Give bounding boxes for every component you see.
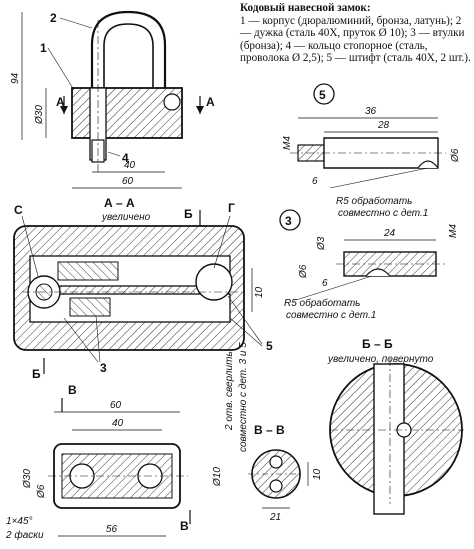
- callout-4: 4: [122, 151, 129, 165]
- section-bb-title: Б – Б: [362, 337, 393, 351]
- spec-body: 1 — корпус (дюралюминий, бронза, латунь)…: [240, 14, 471, 65]
- section-aa-subtitle: увеличено: [101, 212, 151, 223]
- mark-v-bottom: В: [180, 519, 189, 533]
- label-b-bottom: Б: [32, 367, 41, 381]
- section-bb: Б – Б увеличено, повернуто: [327, 337, 464, 515]
- part3-note-joint: совместно с дет.1: [286, 310, 376, 321]
- section-vv: В – В 10 21: [248, 423, 323, 523]
- section-aa-title: А – А: [104, 196, 135, 210]
- dim-dia30: Ø30: [34, 105, 45, 125]
- part5-note-joint: совместно с дет.1: [338, 208, 428, 219]
- part-5-number: 5: [319, 88, 326, 102]
- note-holes: 2 отв. сверлить: [224, 351, 235, 431]
- label-b-top: Б: [184, 207, 193, 221]
- dim-height: 94: [10, 72, 21, 84]
- section-mark-a-left: А: [56, 95, 65, 109]
- note-holes-joint: совместно с дет. 3 и 5: [238, 342, 249, 452]
- part3-dim-dia3: Ø3: [316, 236, 327, 251]
- dim-w40: 40: [124, 160, 136, 171]
- part5-dim-dia: Ø6: [450, 148, 461, 163]
- part5-note-r5: R5 обработать: [336, 195, 412, 207]
- part3-dim-24: 24: [383, 228, 396, 239]
- spec-text: Кодовый навесной замок: 1 — корпус (дюра…: [240, 2, 472, 65]
- callout-5: 5: [266, 339, 273, 353]
- part5-dim-m4: M4: [282, 136, 293, 150]
- label-g: Г: [228, 201, 235, 215]
- section-aa: А – А увеличено С Г Б Б 3 5 10: [13, 196, 273, 381]
- part3-note-r5: R5 обработать: [284, 297, 360, 309]
- part3-dim-dia6: Ø6: [298, 264, 309, 279]
- part5-dim-36: 36: [365, 106, 377, 117]
- callout-2: 2: [50, 11, 57, 25]
- part-5-view: 5 36 28 M4 6 Ø6 R5 обработать совместно …: [282, 83, 461, 219]
- vv-dim-10: 10: [312, 468, 323, 480]
- bl-dim-dia30: Ø30: [22, 469, 33, 489]
- part5-dim-6: 6: [312, 176, 318, 187]
- bl-dim-dia6: Ø6: [36, 484, 47, 499]
- callout-3: 3: [100, 361, 107, 375]
- spec-title: Кодовый навесной замок:: [240, 2, 371, 14]
- part5-dim-28: 28: [377, 120, 390, 131]
- section-bb-subtitle: увеличено, повернуто: [327, 354, 434, 365]
- part3-dim-6: 6: [322, 278, 328, 289]
- section-mark-a-right: А: [206, 95, 215, 109]
- bl-dim-56: 56: [106, 524, 118, 535]
- lock-body: [71, 87, 183, 139]
- bl-dim-40: 40: [112, 418, 124, 429]
- part-3-view: 3 24 Ø3 M4 Ø6 6 R5 обработать совместно …: [279, 209, 459, 321]
- label-c: С: [14, 203, 23, 217]
- shackle: [90, 10, 167, 136]
- aa-dim-10: 10: [254, 286, 265, 298]
- mark-v-top: В: [68, 383, 77, 397]
- bottom-left-view: В 60 40 Ø30 Ø6 1×45° 2 фаски 56 В Ø10 2 …: [5, 342, 249, 541]
- bl-chamfer: 1×45°: [6, 516, 33, 527]
- part-3-number: 3: [285, 214, 292, 228]
- dim-w60: 60: [122, 176, 134, 187]
- main-view: А А 94 Ø30 40 60 2 1 4: [10, 10, 215, 189]
- vv-dim-21: 21: [269, 512, 281, 523]
- part3-dim-m4: M4: [448, 224, 459, 238]
- callout-1: 1: [40, 41, 47, 55]
- note-dia10: Ø10: [212, 467, 223, 487]
- section-vv-title: В – В: [254, 423, 285, 437]
- bl-dim-60: 60: [110, 400, 122, 411]
- bl-chamfer-count: 2 фаски: [5, 529, 44, 541]
